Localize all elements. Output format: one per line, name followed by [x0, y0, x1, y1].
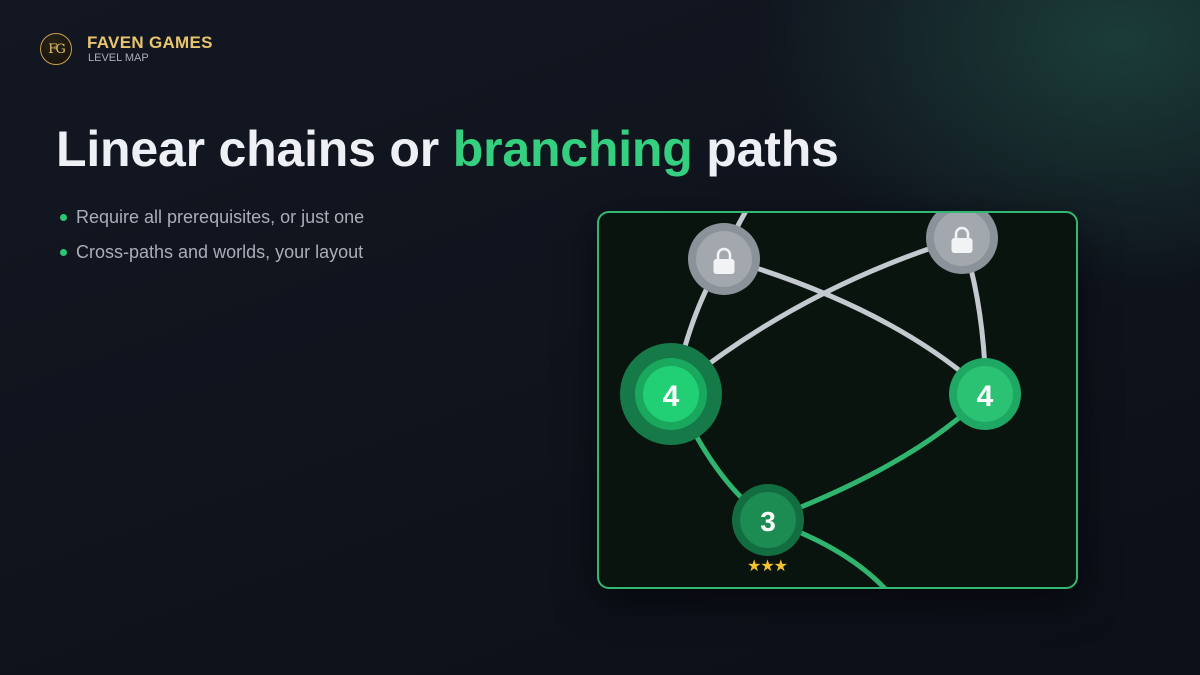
level-node-locked[interactable]	[926, 213, 998, 274]
brand-name: FAVEN GAMES	[87, 33, 213, 52]
headline-part2: paths	[692, 121, 839, 177]
bullet-dot-icon	[60, 249, 67, 256]
feature-text: Require all prerequisites, or just one	[76, 207, 365, 227]
lock-icon	[951, 226, 973, 253]
brand-text: FAVEN GAMES LEVEL MAP	[87, 34, 213, 64]
level-map-preview: 4 4 3 ★★★	[597, 211, 1078, 589]
headline-accent: branching	[452, 121, 693, 177]
level-number: 4	[663, 380, 680, 413]
headline: Linear chains or branching paths	[56, 120, 839, 178]
lock-icon	[713, 247, 735, 274]
level-node-completed[interactable]: 3 ★★★	[732, 484, 804, 575]
level-node-unlocked[interactable]: 4	[949, 358, 1021, 430]
brand-header: FG FAVEN GAMES LEVEL MAP	[40, 33, 213, 65]
bullet-dot-icon	[60, 214, 67, 221]
level-number: 3	[760, 506, 776, 537]
level-node-locked[interactable]	[688, 223, 760, 295]
level-number: 4	[977, 380, 994, 413]
feature-text: Cross-paths and worlds, your layout	[76, 242, 364, 262]
star-rating-icon: ★★★	[747, 556, 788, 575]
level-map-canvas: 4 4 3 ★★★	[620, 213, 1021, 587]
brand-subtitle: LEVEL MAP	[88, 52, 149, 64]
headline-part1: Linear chains or	[56, 121, 453, 177]
feature-item: Require all prerequisites, or just one	[60, 200, 364, 235]
logo: FG	[40, 33, 72, 65]
logo-monogram: FG	[48, 41, 65, 57]
level-node-current[interactable]: 4	[620, 343, 722, 445]
feature-list: Require all prerequisites, or just one C…	[60, 200, 364, 270]
feature-item: Cross-paths and worlds, your layout	[60, 235, 364, 270]
path-unlocked	[765, 390, 989, 523]
